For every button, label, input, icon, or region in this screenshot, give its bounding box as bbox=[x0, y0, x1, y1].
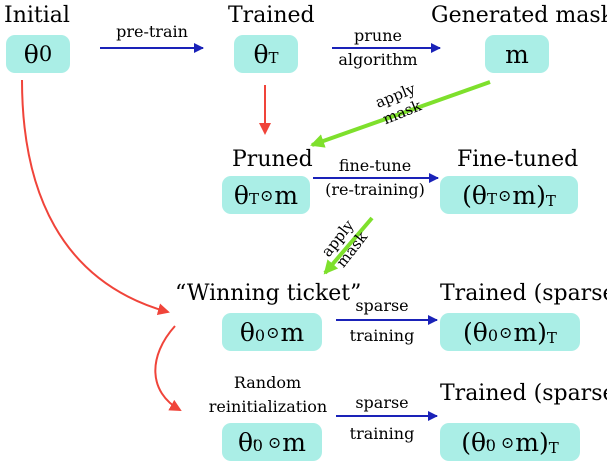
random-reinit-title-line2: reinitialization bbox=[208, 397, 328, 416]
initial-to-winning-arrow bbox=[21, 79, 170, 316]
random-reinit-box: θ′0⊙m bbox=[222, 423, 322, 461]
trained-sparse-title-1: Trained (sparse) bbox=[440, 281, 607, 306]
winning-ticket-title: “Winning ticket” bbox=[175, 281, 362, 306]
winning-to-random-arrow bbox=[154, 325, 182, 411]
trained-title: Trained bbox=[228, 3, 315, 28]
mask-box: m bbox=[485, 35, 549, 73]
generated-mask-title: Generated mask bbox=[431, 3, 607, 28]
random-reinit-title-line1: Random bbox=[233, 373, 302, 392]
trained-sparse-box-2: (θ′0⊙m)T bbox=[440, 423, 580, 461]
prune-label-line2: algorithm bbox=[338, 50, 418, 69]
sparse-label-2-line1: sparse bbox=[355, 393, 409, 412]
pretrain-label: pre-train bbox=[116, 22, 188, 41]
pruned-title: Pruned bbox=[232, 147, 313, 172]
finetune-label-line1: fine-tune bbox=[338, 156, 412, 175]
finetune-label-line2: (re-training) bbox=[325, 180, 425, 199]
prune-label-line1: prune bbox=[354, 26, 402, 45]
sparse-label-2-line2: training bbox=[349, 424, 415, 443]
initial-title: Initial bbox=[4, 3, 70, 28]
sparse-label-1-line2: training bbox=[349, 326, 415, 345]
trained-sparse-title-2: Trained (sparse) bbox=[440, 381, 607, 406]
apply-mask-arrow-2 bbox=[323, 216, 374, 275]
apply-mask-arrow-1 bbox=[310, 80, 491, 148]
finetuned-title: Fine-tuned bbox=[457, 147, 579, 172]
sparse-label-1-line1: sparse bbox=[355, 296, 409, 315]
